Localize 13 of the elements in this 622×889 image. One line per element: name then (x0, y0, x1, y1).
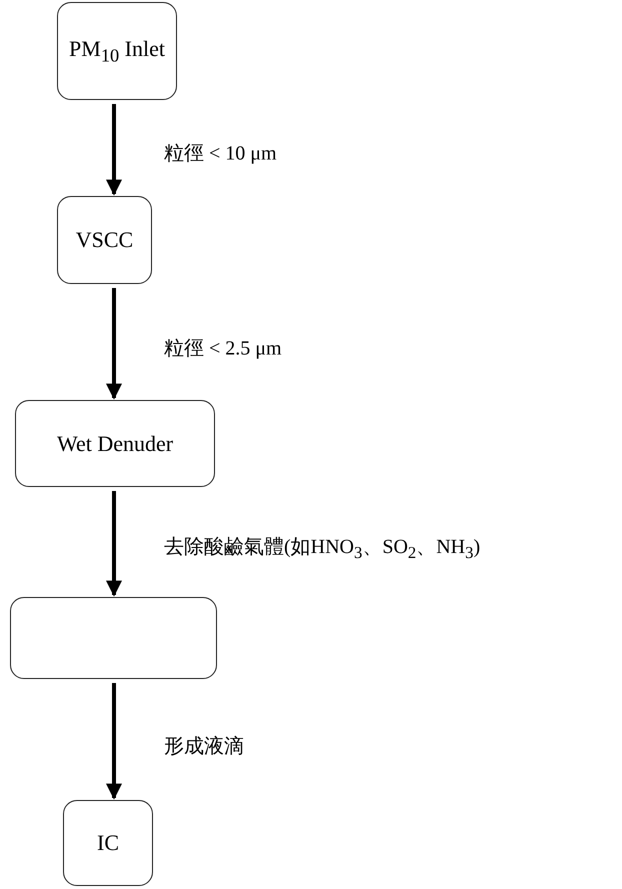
arrow (106, 104, 122, 196)
process-box (57, 196, 152, 284)
process-box (15, 400, 215, 487)
process-box (57, 2, 177, 100)
box-label: PM$_{10}$ Inlet (69, 36, 165, 66)
arrow (106, 288, 122, 400)
process-box (63, 800, 153, 886)
arrow (106, 491, 122, 597)
process-box (10, 597, 217, 679)
box-label: Wet Denuder (56, 430, 174, 456)
box-label: IC (97, 830, 119, 856)
arrow (106, 683, 122, 800)
box-label: VSCC (76, 227, 134, 253)
